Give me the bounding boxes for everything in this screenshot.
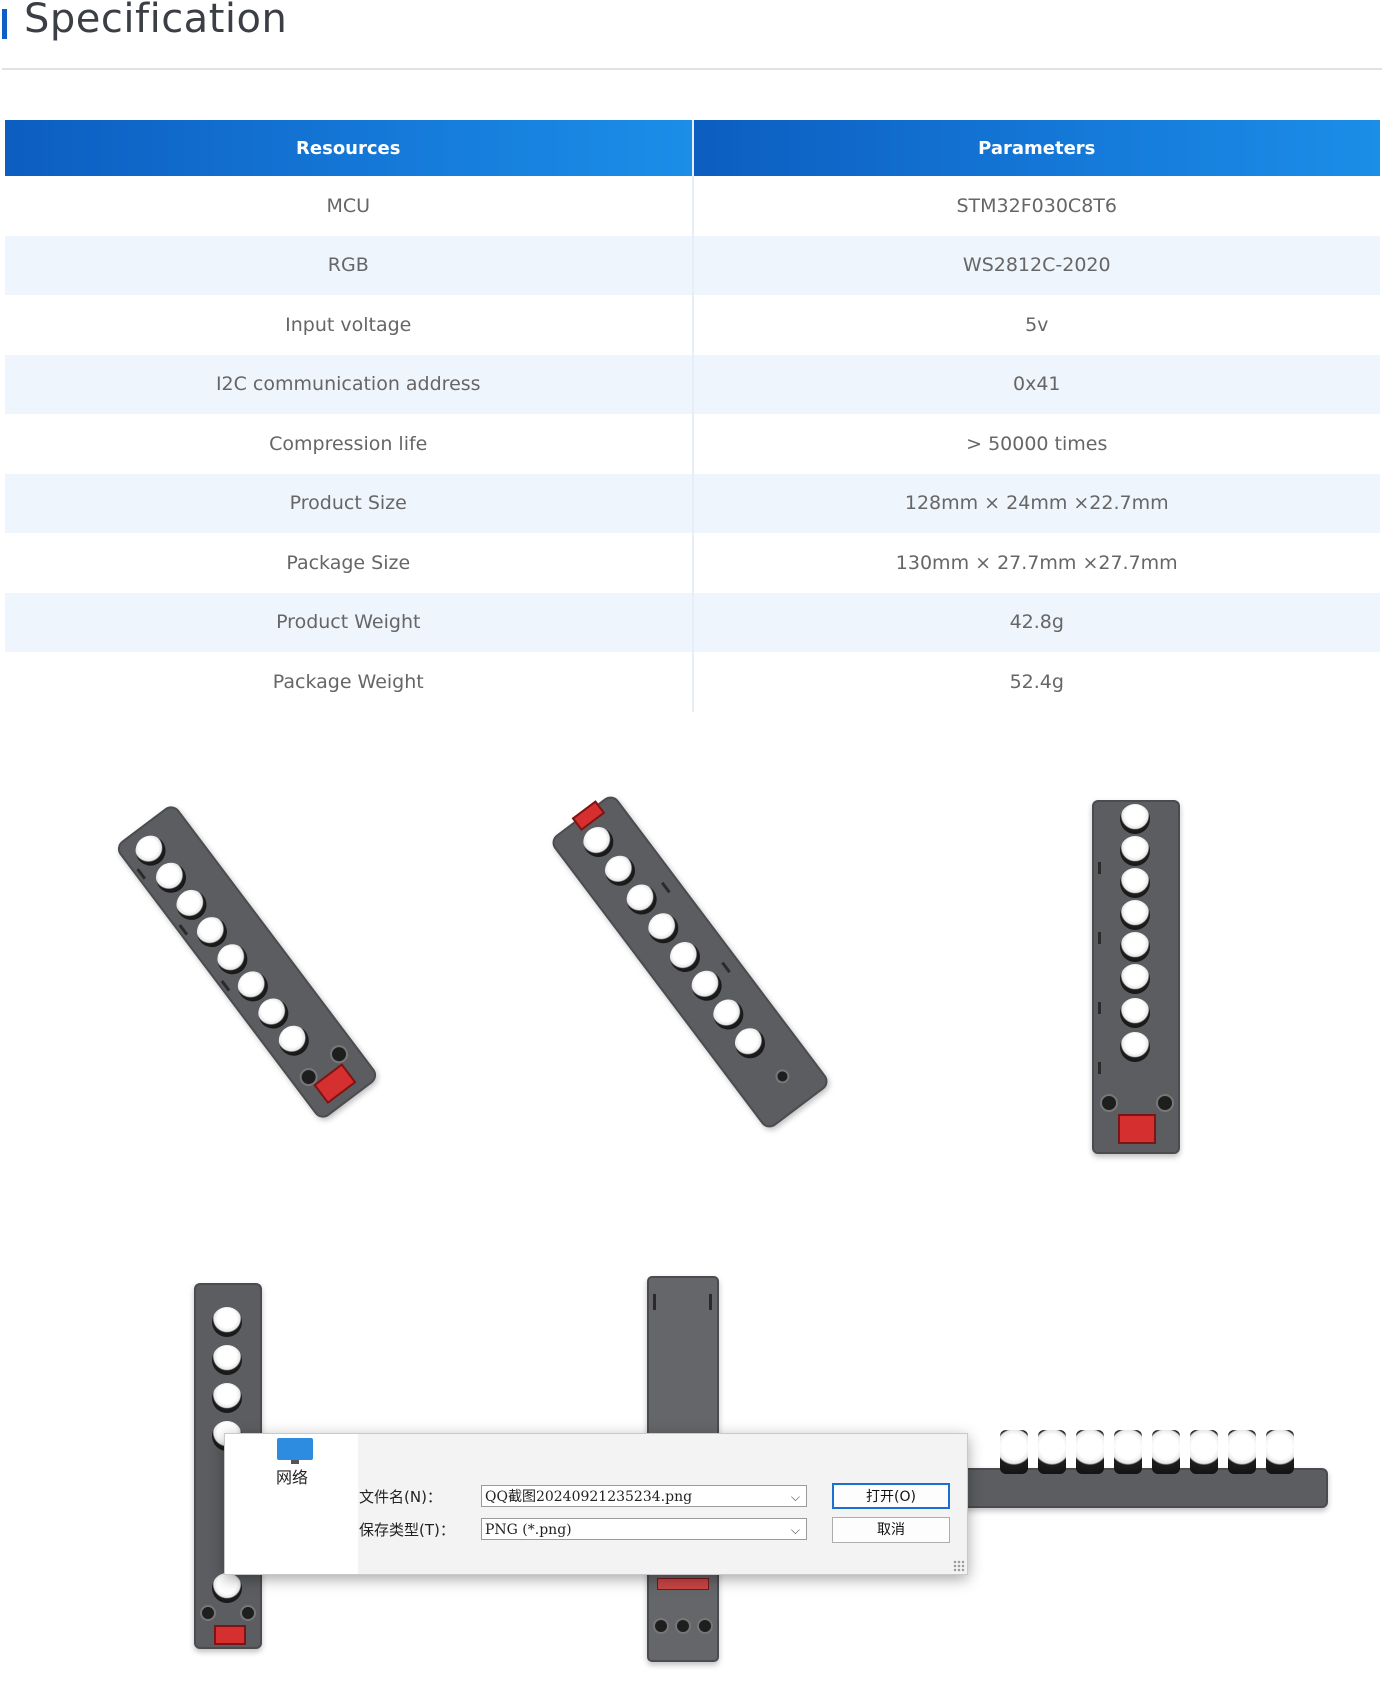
resource-cell: Product Size [5, 473, 693, 533]
table-header-row: Resources Parameters [5, 120, 1380, 176]
product-image-horizontal [958, 1430, 1330, 1510]
resource-cell: MCU [5, 176, 693, 236]
dialog-sidebar: 网络 [225, 1434, 358, 1574]
resource-cell: Package Size [5, 533, 693, 593]
parameter-cell: 130mm × 27.7mm ×27.7mm [691, 533, 1380, 593]
filetype-value: PNG (*.png) [485, 1522, 572, 1538]
table-row: Compression life> 50000 times [5, 414, 1380, 474]
resource-cell: I2C communication address [5, 354, 693, 414]
resize-grip-icon[interactable] [953, 1560, 965, 1572]
parameter-cell: 5v [691, 295, 1380, 355]
parameter-cell: STM32F030C8T6 [691, 176, 1380, 236]
chevron-down-icon[interactable]: ⌵ [790, 1490, 800, 1504]
resource-cell: RGB [5, 235, 693, 295]
page-title: Specification [24, 0, 288, 42]
resource-cell: Product Weight [5, 592, 693, 652]
resource-cell: Input voltage [5, 295, 693, 355]
resource-cell: Compression life [5, 414, 693, 474]
open-button[interactable]: 打开(O) [832, 1483, 950, 1509]
file-dialog: 网络 文件名(N)： QQ截图20240921235234.png ⌵ 打开(O… [224, 1433, 968, 1575]
chevron-down-icon[interactable]: ⌵ [790, 1523, 800, 1537]
network-icon [277, 1438, 313, 1464]
product-image-diagonal-2 [540, 792, 840, 1140]
parameter-cell: > 50000 times [691, 414, 1380, 474]
parameter-cell: 52.4g [691, 652, 1380, 712]
product-image-diagonal-1 [90, 800, 381, 1140]
title-divider [2, 68, 1382, 70]
parameter-cell: 42.8g [691, 592, 1380, 652]
filetype-select[interactable]: PNG (*.png) ⌵ [481, 1518, 807, 1540]
parameter-cell: 0x41 [691, 354, 1380, 414]
filetype-label: 保存类型(T)： [359, 1521, 455, 1539]
title-accent-bar [2, 9, 7, 39]
cancel-button[interactable]: 取消 [832, 1517, 950, 1543]
filename-label: 文件名(N)： [359, 1488, 442, 1506]
resource-cell: Package Weight [5, 652, 693, 712]
column-header-parameters: Parameters [691, 120, 1380, 176]
sidebar-item-network[interactable]: 网络 [276, 1468, 309, 1487]
parameter-cell: WS2812C-2020 [691, 235, 1380, 295]
spec-header: Specification [0, 0, 1383, 70]
filename-input[interactable]: QQ截图20240921235234.png ⌵ [481, 1485, 807, 1507]
filename-value: QQ截图20240921235234.png [485, 1489, 693, 1505]
product-image-vertical-1 [1088, 800, 1188, 1160]
parameter-cell: 128mm × 24mm ×22.7mm [691, 473, 1380, 533]
column-header-resources: Resources [5, 120, 693, 176]
